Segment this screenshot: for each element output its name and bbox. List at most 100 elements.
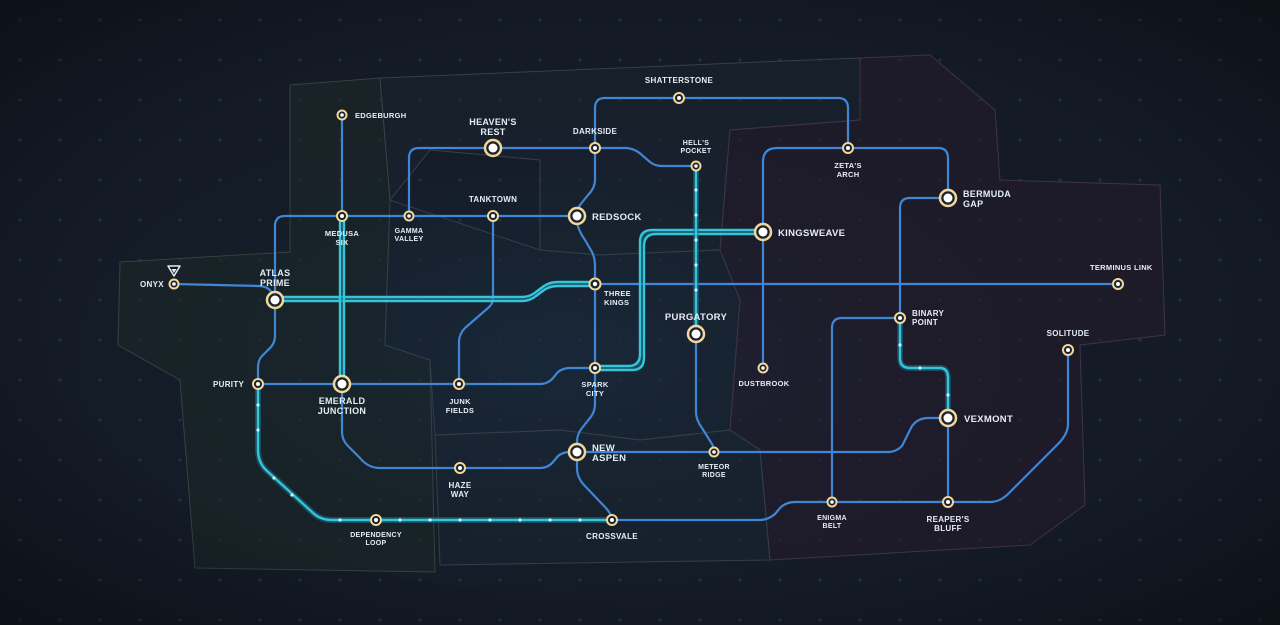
flow-dot: [898, 343, 902, 347]
station-purgatory[interactable]: [686, 324, 706, 344]
station-kingsweave[interactable]: [753, 222, 773, 242]
station-crossvale[interactable]: [606, 514, 618, 526]
flow-dot: [458, 518, 462, 522]
station-zetas-arch[interactable]: [842, 142, 854, 154]
label-vexmont: VEXMONT: [964, 414, 1013, 425]
label-edgeburgh: EDGEBURGH: [355, 111, 406, 120]
flow-dot: [398, 518, 402, 522]
flow-dot: [578, 518, 582, 522]
route-kings-dust: [761, 146, 850, 234]
active-route-purity-crossvale: [256, 382, 614, 522]
station-junk-fields[interactable]: [453, 378, 465, 390]
station-dustbrook[interactable]: [757, 362, 769, 374]
active-route-spark-kings: [593, 228, 765, 368]
flow-dot: [290, 493, 294, 497]
label-purgatory: PURGATORY: [665, 312, 728, 323]
route-darkside-shatter: [593, 96, 850, 150]
station-bermuda-gap[interactable]: [938, 188, 958, 208]
location-marker-icon: [167, 265, 181, 277]
active-routes: [255, 163, 951, 523]
route-atlas-medusa: [273, 214, 344, 301]
station-binary-point[interactable]: [894, 312, 906, 324]
route-purity-spark: [256, 366, 597, 386]
flow-dot: [518, 518, 522, 522]
label-shatterstone: SHATTERSTONE: [645, 76, 714, 85]
label-kingsweave: KINGSWEAVE: [778, 228, 845, 239]
flow-dot: [694, 288, 698, 292]
flow-dot: [694, 213, 698, 217]
station-purity[interactable]: [252, 378, 264, 390]
station-enigma-belt[interactable]: [826, 496, 838, 508]
station-shatterstone[interactable]: [673, 92, 685, 104]
station-tanktown[interactable]: [487, 210, 499, 222]
station-hells-pocket[interactable]: [690, 160, 702, 172]
station-atlas-prime[interactable]: [265, 290, 285, 310]
station-solitude[interactable]: [1062, 344, 1074, 356]
flow-dot: [694, 238, 698, 242]
station-haze-way[interactable]: [454, 462, 466, 474]
station-spark-city[interactable]: [589, 362, 601, 374]
station-edgeburgh[interactable]: [336, 109, 348, 121]
station-darkside[interactable]: [589, 142, 601, 154]
label-solitude: SOLITUDE: [1047, 329, 1090, 338]
routes: [172, 96, 1120, 522]
station-new-aspen[interactable]: [567, 442, 587, 462]
flow-dot: [338, 518, 342, 522]
station-terminus-link[interactable]: [1112, 278, 1124, 290]
station-three-kings[interactable]: [588, 277, 602, 291]
flow-dot: [488, 518, 492, 522]
route-atlas-purity: [256, 298, 277, 386]
route-newaspen-vexmont: [575, 416, 950, 454]
flow-dot: [694, 188, 698, 192]
flow-dot: [256, 428, 260, 432]
flow-dot: [694, 263, 698, 267]
label-tanktown: TANKTOWN: [469, 195, 517, 204]
active-route-binary-vexmont: [898, 316, 950, 420]
flow-dot: [272, 476, 276, 480]
label-redsock: REDSOCK: [592, 212, 642, 223]
station-heavens-rest[interactable]: [483, 138, 503, 158]
station-onyx[interactable]: [167, 265, 181, 290]
flow-dot: [428, 518, 432, 522]
active-route-glow-1: [272, 281, 598, 302]
label-crossvale: CROSSVALE: [586, 532, 638, 541]
route-crossvale-solitude: [610, 348, 1070, 522]
station-vexmont[interactable]: [938, 408, 958, 428]
station-gamma-valley[interactable]: [403, 210, 415, 222]
active-route-atlas-three: [273, 280, 597, 299]
route-spark-newaspen: [575, 366, 597, 454]
flow-dot: [256, 403, 260, 407]
station-meteor-ridge[interactable]: [708, 446, 720, 458]
route-bermuda-binary: [898, 196, 950, 320]
route-flow-dots: [256, 188, 950, 522]
active-route-atlas-three-b: [273, 284, 597, 303]
station-medusa-six[interactable]: [336, 210, 348, 222]
route-gamma-darkside: [407, 146, 597, 218]
label-darkside: DARKSIDE: [573, 127, 618, 136]
station-dependency-loop[interactable]: [370, 514, 382, 526]
station-redsock[interactable]: [567, 206, 587, 226]
route-darkside-hells: [593, 146, 698, 168]
active-route-glow-3: [592, 229, 766, 371]
station-emerald-junction[interactable]: [332, 374, 352, 394]
route-redsock-three: [575, 214, 597, 286]
station-reapers-bluff[interactable]: [942, 496, 954, 508]
